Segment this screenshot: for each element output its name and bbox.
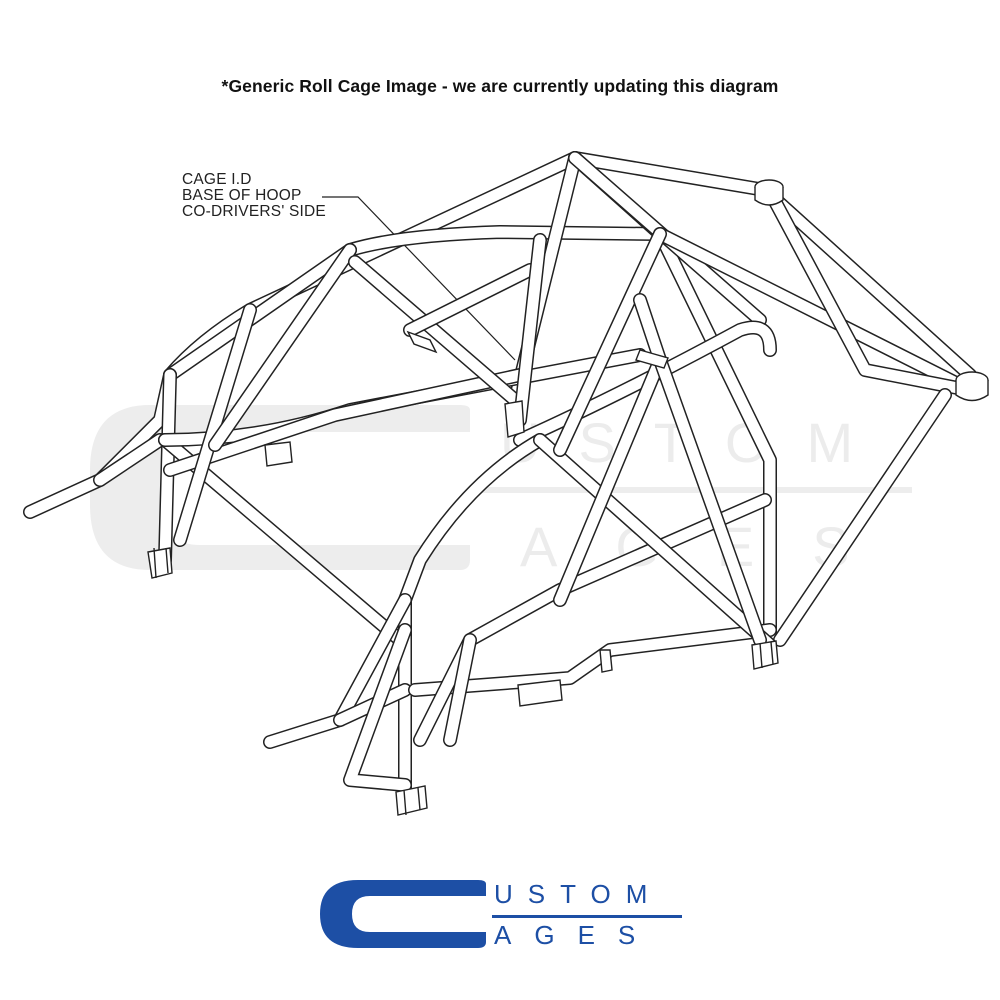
logo-underline	[492, 915, 682, 918]
tube-strut-brace-1	[763, 185, 975, 397]
tube-roof-rail-right	[568, 151, 772, 197]
mount-foot-rear-left	[147, 547, 173, 579]
tube-diag-roof-2	[403, 263, 537, 337]
tube-front-cross-3	[653, 227, 967, 392]
cage-id-callout: CAGE I.D BASE OF HOOP CO-DRIVERS' SIDE	[182, 172, 326, 220]
mount-foot-rear-right	[395, 785, 428, 816]
logo-bottom-word: AGES	[494, 920, 659, 950]
tube-door-bar-left-2	[163, 368, 527, 477]
hoop-gusset-plates	[264, 330, 669, 707]
logo-top-word: USTOM	[494, 879, 663, 909]
tube-roof-front-cross	[343, 225, 667, 257]
callout-line-1: CAGE I.D	[182, 171, 252, 188]
tube-b-brace	[633, 293, 667, 367]
tube-front-cross-2	[758, 183, 977, 382]
tube-dash-bar	[513, 320, 777, 447]
tube-door-bar-right-3	[443, 633, 477, 747]
tube-x-brace-main-1	[533, 433, 777, 652]
tube-door-bar-right-1	[408, 623, 777, 697]
tube-front-hoop-left	[513, 233, 547, 427]
tube-front-leg-diag	[653, 353, 767, 647]
tube-x-brace-main-2	[553, 353, 667, 607]
watermark-underline	[480, 487, 912, 493]
callout-line-3: CO-DRIVERS' SIDE	[182, 203, 326, 220]
tube-rear-left-brace	[93, 433, 167, 487]
tube-diag-roof-1	[348, 255, 522, 407]
diagram-title: *Generic Roll Cage Image - we are curren…	[221, 76, 779, 96]
tube-a-pillar-left-2	[208, 243, 357, 452]
tube-rear-right-diag	[343, 623, 412, 792]
tube-a-pillar-right	[553, 227, 667, 457]
mount-feet	[147, 179, 989, 816]
tube-main-hoop-right	[398, 433, 547, 797]
logo-c-letter	[320, 880, 682, 948]
tube-strut-brace-2	[773, 388, 952, 647]
tube-main-hoop-top	[163, 243, 357, 382]
tube-a-pillar-left-1	[173, 303, 257, 547]
mount-foot-front-right	[751, 640, 779, 670]
cage-tubes	[23, 151, 977, 797]
mount-foot-front-left	[504, 400, 525, 438]
custom-cages-logo: USTOM AGES	[318, 878, 688, 950]
tube-front-hoop-right	[653, 227, 777, 652]
strut-top-mounts	[754, 179, 989, 402]
callout-line-2: BASE OF HOOP	[182, 187, 302, 204]
